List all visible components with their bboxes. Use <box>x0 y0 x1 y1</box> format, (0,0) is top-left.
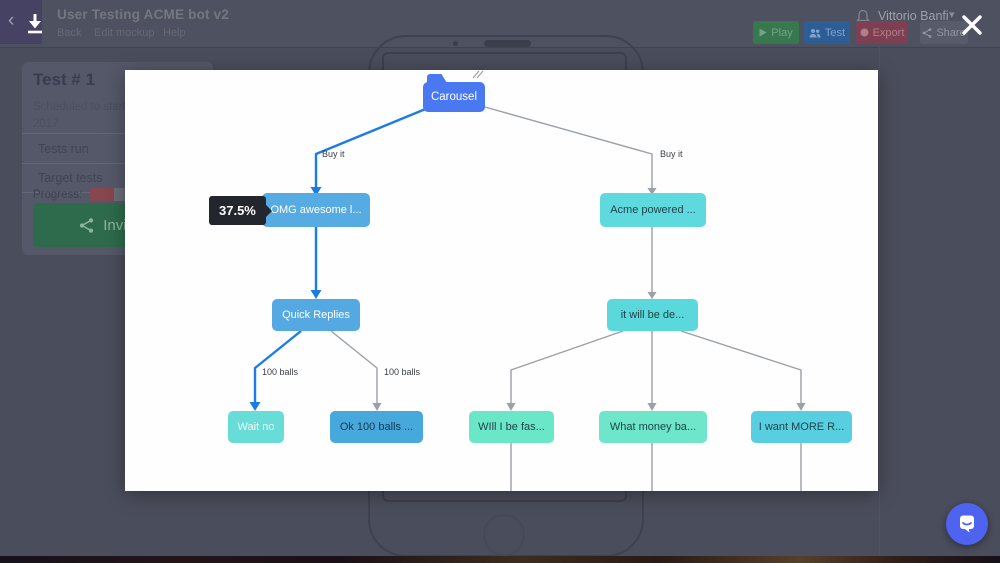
edge-label-buy-left: Buy it <box>322 149 345 159</box>
conversion-tooltip: 37.5% <box>209 196 272 225</box>
app-title: User Testing ACME bot v2 <box>57 7 230 22</box>
chat-bubble-icon <box>960 515 974 533</box>
test-panel-title: Test # 1 <box>33 70 96 89</box>
chevron-left-icon[interactable]: ‹ <box>8 10 15 31</box>
carousel-folder-tab <box>427 74 447 83</box>
progress-label: Progress: <box>33 189 83 201</box>
tests-run-label: Tests run <box>38 141 89 156</box>
flowchart-edges <box>249 70 806 491</box>
edge-label-100-balls-left: 100 balls <box>262 367 299 377</box>
menu-back[interactable]: Back <box>57 27 82 39</box>
node-omg-awesome: OMG awesome l... <box>262 193 370 227</box>
node-what-money: What money ba... <box>599 411 707 443</box>
edge-label-100-balls-right: 100 balls <box>384 367 421 377</box>
edge-label-buy-right: Buy it <box>660 149 683 159</box>
progress-bar-fill <box>90 188 114 201</box>
node-carousel: Carousel <box>423 82 485 112</box>
people-icon <box>809 28 821 37</box>
test-button[interactable]: Test <box>804 21 850 44</box>
schedule-line-1: Scheduled to start on <box>33 101 142 113</box>
node-wait-no: Wait no <box>228 411 284 443</box>
intercom-chat-button[interactable] <box>946 503 988 545</box>
flow-preview-modal: Carousel OMG awesome l... Acme powered .… <box>125 70 878 491</box>
node-acme-powered: Acme powered ... <box>600 193 706 227</box>
schedule-line-2: 2017 <box>33 118 59 130</box>
close-icon[interactable] <box>958 11 986 39</box>
node-it-will-be: it will be de... <box>607 299 698 331</box>
phone-camera-dot <box>453 41 458 46</box>
tests-run-row: Tests run <box>22 133 213 163</box>
phone-home-button <box>483 514 525 556</box>
share-icon <box>80 217 94 233</box>
share-button[interactable]: Share <box>920 21 968 44</box>
play-icon <box>759 28 767 37</box>
test-schedule-text: Scheduled to start on 2017 <box>33 99 142 133</box>
phone-speaker-bar <box>484 40 531 47</box>
share-label: Share <box>936 26 966 39</box>
desktop-background-strip <box>0 556 1000 563</box>
node-quick-replies: Quick Replies <box>272 299 360 331</box>
test-label: Test <box>824 26 846 39</box>
menu-edit-mockup[interactable]: Edit mockup <box>94 27 155 39</box>
menu-help[interactable]: Help <box>163 27 186 39</box>
export-label: Export <box>872 26 905 39</box>
download-icon[interactable] <box>24 12 46 34</box>
target-tests-label: Target tests <box>38 171 103 185</box>
share-icon <box>922 27 932 38</box>
user-menu[interactable]: Vittorio Banfi <box>878 9 949 23</box>
play-label: Play <box>771 26 793 39</box>
play-button[interactable]: Play <box>753 21 799 44</box>
chevron-down-icon[interactable]: ▾ <box>949 9 955 21</box>
record-icon <box>860 28 869 37</box>
panel-divider <box>879 47 880 556</box>
node-ok-100-balls: Ok 100 balls ... <box>330 411 423 443</box>
node-will-i-be: WIll I be fas... <box>469 411 554 443</box>
export-button[interactable]: Export <box>856 21 908 44</box>
node-i-want-more: I want MORE R... <box>751 411 852 443</box>
